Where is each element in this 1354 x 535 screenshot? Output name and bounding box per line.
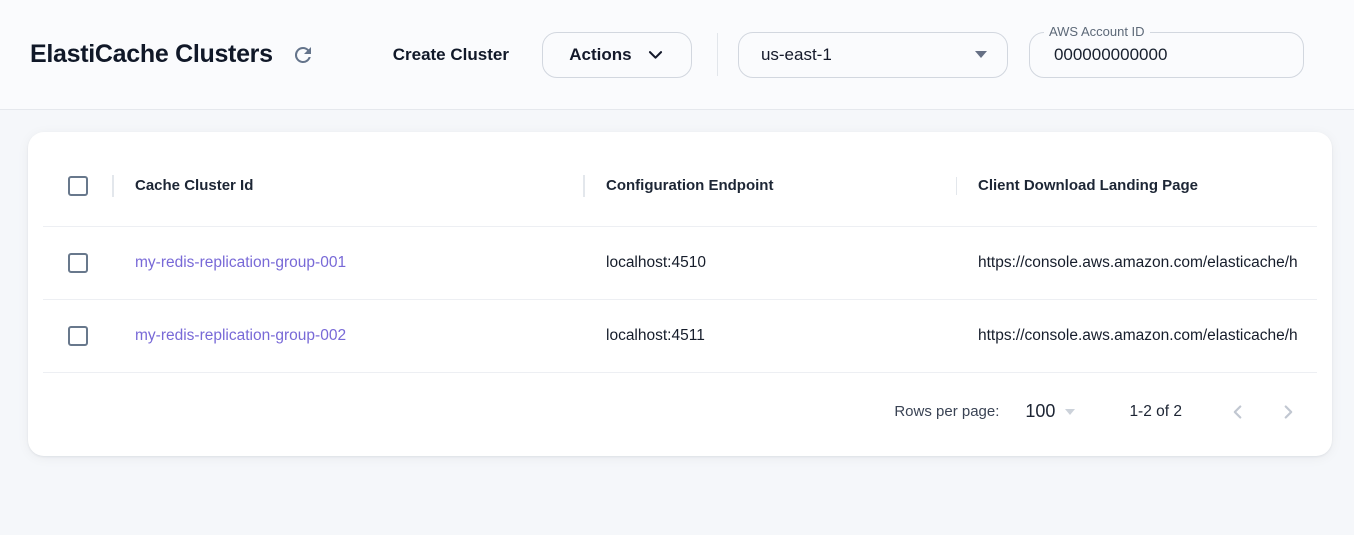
table-row: my-redis-replication-group-002 localhost… (28, 300, 1332, 372)
cell-cache-cluster-id: my-redis-replication-group-001 (113, 254, 584, 272)
configuration-endpoint-value: localhost:4510 (606, 254, 706, 271)
aws-account-id-field: AWS Account ID (1028, 23, 1304, 78)
landing-page-url: https://console.aws.amazon.com/elasticac… (978, 254, 1298, 271)
row-checkbox[interactable] (68, 253, 88, 273)
column-header-label[interactable]: Configuration Endpoint (606, 177, 774, 194)
landing-page-url: https://console.aws.amazon.com/elasticac… (978, 327, 1298, 344)
create-cluster-button[interactable]: Create Cluster (392, 44, 509, 64)
table-header-row: Cache Cluster Id Configuration Endpoint … (28, 146, 1332, 226)
region-select[interactable]: us-east-1 (737, 31, 1008, 78)
previous-page-button[interactable] (1226, 400, 1250, 424)
refresh-icon (294, 46, 311, 63)
topbar-divider (716, 33, 718, 76)
rows-per-page-select[interactable]: 100 (1025, 401, 1076, 422)
cell-configuration-endpoint: localhost:4511 (584, 327, 956, 345)
footer-divider (43, 372, 1317, 373)
cluster-id-link[interactable]: my-redis-replication-group-002 (135, 327, 347, 344)
cell-client-download-landing-page: https://console.aws.amazon.com/elasticac… (956, 254, 1332, 272)
actions-button[interactable]: Actions (541, 31, 692, 78)
cell-configuration-endpoint: localhost:4510 (584, 254, 956, 272)
chevron-right-icon (1284, 404, 1293, 419)
aws-account-id-input[interactable] (1029, 32, 1303, 77)
header-checkbox-cell (28, 176, 113, 196)
column-header-cache-cluster-id: Cache Cluster Id (112, 175, 584, 197)
cell-cache-cluster-id: my-redis-replication-group-002 (113, 327, 584, 345)
row-checkbox-cell (28, 326, 113, 346)
pagination-range-label: 1-2 of 2 (1129, 402, 1182, 420)
rows-per-page-label: Rows per page: (894, 403, 1000, 420)
chevron-left-icon (1233, 404, 1242, 419)
refresh-button[interactable] (289, 41, 317, 69)
cell-client-download-landing-page: https://console.aws.amazon.com/elasticac… (956, 327, 1332, 345)
topbar: ElastiCache Clusters Create Cluster Acti… (0, 0, 1354, 110)
region-select-value: us-east-1 (760, 44, 832, 64)
column-header-label[interactable]: Client Download Landing Page (978, 177, 1199, 194)
caret-down-icon (1065, 408, 1076, 415)
aws-account-id-label: AWS Account ID (1043, 23, 1150, 39)
caret-down-icon (974, 51, 987, 58)
next-page-button[interactable] (1276, 400, 1300, 424)
select-all-checkbox[interactable] (68, 176, 88, 196)
row-divider (43, 226, 1317, 227)
page-title: ElastiCache Clusters (30, 40, 273, 68)
pagination-bar: Rows per page: 100 1-2 of 2 (28, 373, 1332, 456)
column-separator (112, 175, 114, 197)
clusters-table-card: Cache Cluster Id Configuration Endpoint … (28, 132, 1332, 456)
column-header-configuration-endpoint: Configuration Endpoint (583, 175, 956, 197)
row-checkbox[interactable] (68, 326, 88, 346)
row-divider (43, 299, 1317, 300)
column-header-label[interactable]: Cache Cluster Id (135, 177, 254, 194)
column-header-client-download-landing-page: Client Download Landing Page (956, 177, 1332, 195)
configuration-endpoint-value: localhost:4511 (606, 327, 705, 344)
column-separator (583, 175, 585, 197)
row-checkbox-cell (28, 253, 113, 273)
table-row: my-redis-replication-group-001 localhost… (28, 227, 1332, 299)
chevron-down-icon (648, 51, 662, 59)
rows-per-page-value: 100 (1025, 401, 1056, 421)
column-separator (956, 177, 957, 195)
cluster-id-link[interactable]: my-redis-replication-group-001 (135, 254, 347, 271)
actions-button-label: Actions (569, 44, 632, 64)
page-body: Cache Cluster Id Configuration Endpoint … (0, 110, 1354, 456)
